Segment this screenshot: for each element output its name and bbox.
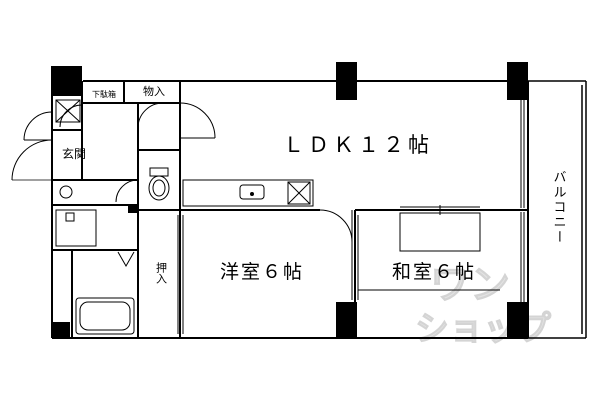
room-label-yoshitsu: 洋室６帖 — [220, 261, 304, 283]
kitchen-counter — [182, 179, 314, 207]
getabako-box — [55, 99, 81, 123]
room-label-genkan: 玄関 — [62, 146, 86, 161]
door-swings — [11, 102, 353, 243]
room-label-ldk: ＬＤＫ１２帖 — [283, 133, 433, 157]
room-label-getabako: 下駄箱 — [92, 89, 116, 99]
room-label-balcony: バルコニー — [551, 170, 567, 245]
balcony-windows — [520, 100, 525, 302]
bathtub-icon — [75, 251, 135, 335]
wash-area — [55, 185, 97, 247]
balcony — [528, 80, 587, 339]
watermark-line1: ワン — [430, 262, 510, 308]
interior-walls — [52, 81, 528, 338]
room-label-oshiire: 押入 — [155, 261, 168, 284]
washitsu-details — [358, 212, 500, 291]
watermark-line2: ショップ — [415, 309, 551, 349]
room-label-monoire: 物入 — [143, 84, 165, 98]
room-label-washitsu: 和室６帖 — [392, 261, 476, 283]
columns — [52, 62, 528, 338]
toilet-icon — [148, 167, 170, 201]
